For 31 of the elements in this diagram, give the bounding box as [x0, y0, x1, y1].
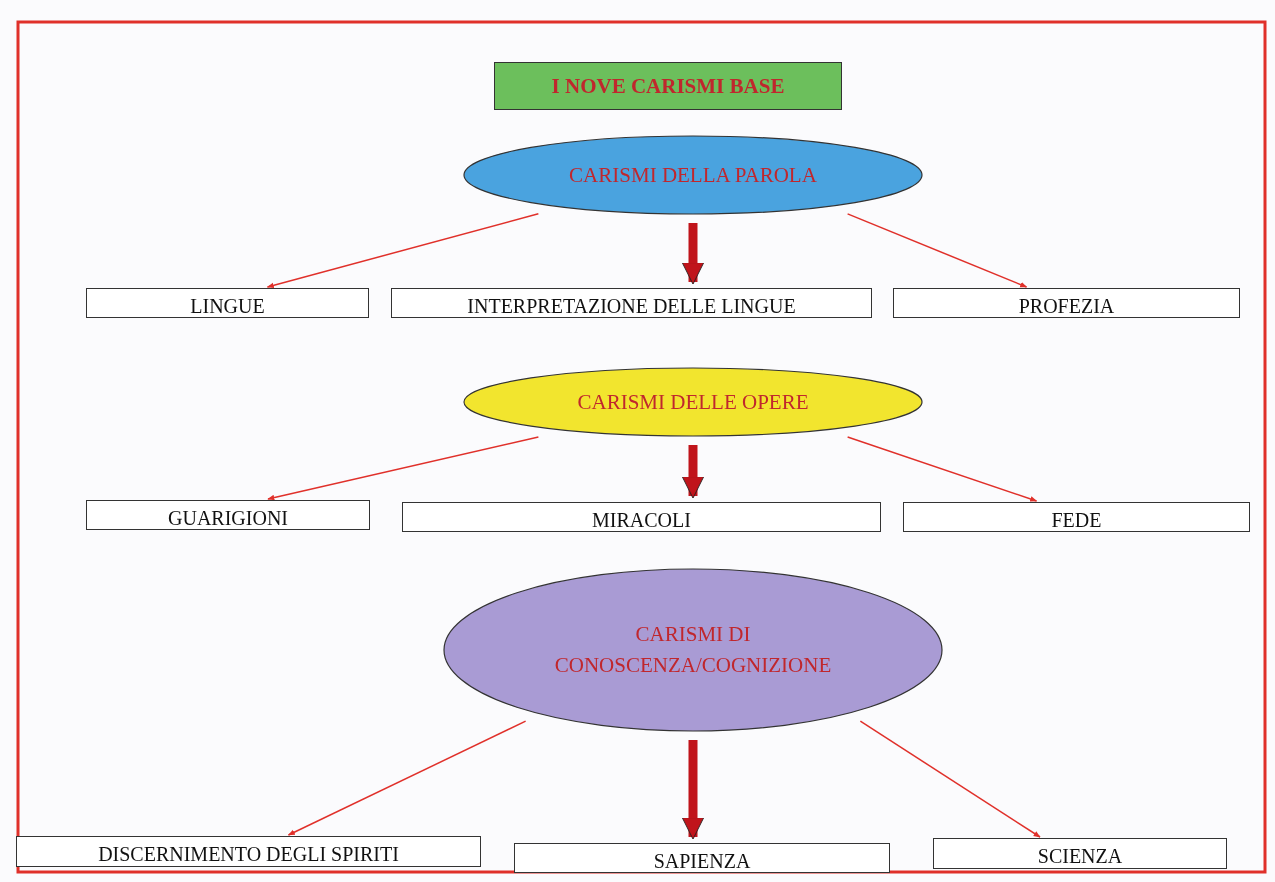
- charism-box: [86, 288, 369, 318]
- arrow: [859, 720, 1041, 838]
- arrow: [287, 720, 527, 836]
- arrow: [267, 436, 540, 501]
- node-text: SAPIENZA: [653, 848, 751, 873]
- charism-box: [893, 288, 1240, 318]
- node-text: SCIENZA: [1037, 844, 1123, 868]
- node-text: FEDE: [1051, 507, 1102, 532]
- arrow: [846, 436, 1038, 502]
- node-text: CARISMI DELLE OPERE: [577, 388, 809, 416]
- charism-box: [86, 500, 370, 530]
- block-arrow: [681, 445, 705, 499]
- arrow: [846, 213, 1028, 288]
- node-text: MIRACOLI: [592, 507, 691, 532]
- charism-box: [16, 836, 481, 867]
- node-text: INTERPRETAZIONE DELLE LINGUE: [467, 293, 796, 318]
- node-text: GUARIGIONI: [168, 505, 288, 530]
- block-arrow: [681, 740, 705, 840]
- charism-box: [391, 288, 872, 318]
- charism-box: [402, 502, 881, 532]
- arrow: [266, 213, 540, 289]
- node-text: LINGUE: [190, 293, 265, 318]
- charism-box: [903, 502, 1250, 532]
- node-text: CARISMI DELLA PAROLA: [569, 161, 817, 189]
- node-text: PROFEZIA: [1018, 293, 1115, 318]
- title-banner: I NOVE CARISMI BASE: [494, 62, 842, 110]
- charism-box: [514, 843, 890, 873]
- block-arrow: [681, 223, 705, 285]
- charism-box: [933, 838, 1227, 869]
- node-text: CARISMI DI CONOSCENZA/COGNIZIONE: [553, 620, 833, 679]
- node-text: DISCERNIMENTO DEGLI SPIRITI: [98, 842, 399, 866]
